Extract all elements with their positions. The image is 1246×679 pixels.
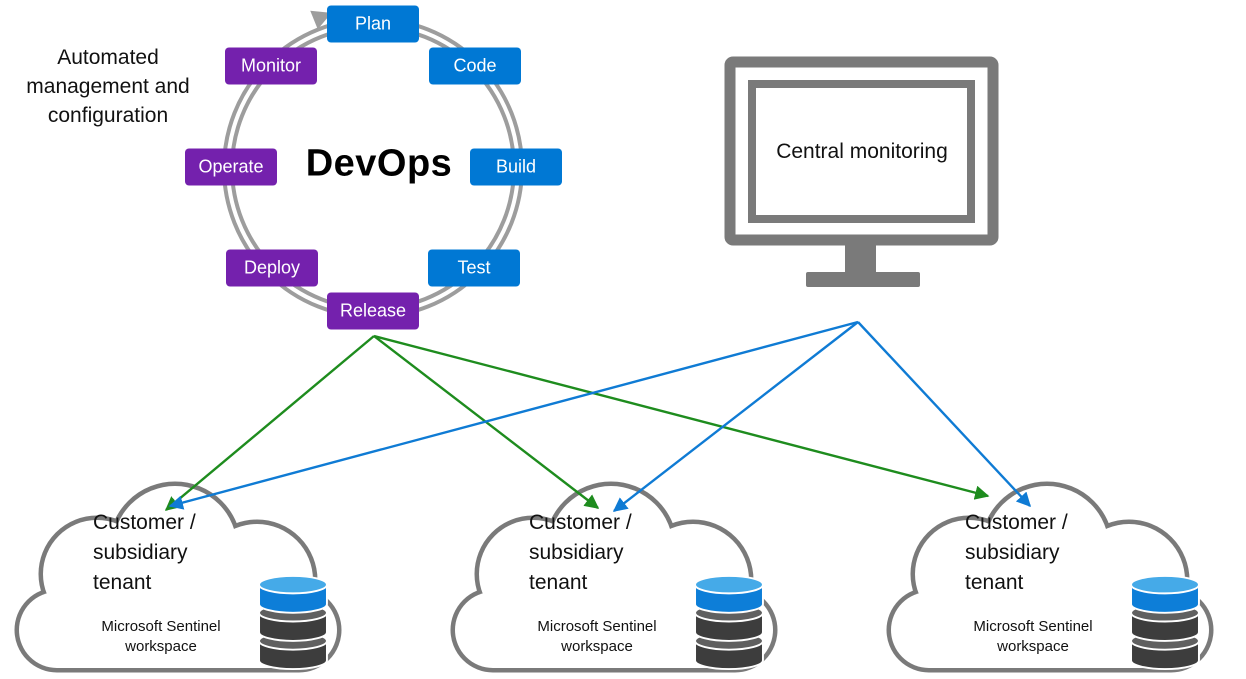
stage-test: Test <box>428 249 520 287</box>
database-stack-icon <box>691 574 767 671</box>
tenant-cloud-2: Customer / subsidiary tenant Microsoft S… <box>441 462 786 677</box>
stage-deploy: Deploy <box>226 249 318 287</box>
sentinel-workspace-label: Microsoft Sentinel workspace <box>537 618 657 656</box>
tenant-title: Customer / subsidiary tenant <box>93 511 196 594</box>
stage-monitor: Monitor <box>225 47 317 85</box>
database-stack-icon <box>1127 574 1203 671</box>
central-monitor-icon <box>724 56 999 287</box>
tenant-cloud-1: Customer / subsidiary tenant Microsoft S… <box>5 462 350 677</box>
stage-build: Build <box>470 148 562 186</box>
central-monitoring-label: Central monitoring <box>776 140 948 163</box>
devops-title: DevOps <box>305 142 453 185</box>
stage-operate: Operate <box>185 148 277 186</box>
tenant-cloud-3: Customer / subsidiary tenant Microsoft S… <box>877 462 1222 677</box>
tenant-title: Customer / subsidiary tenant <box>965 511 1068 594</box>
monitor-stand-neck <box>845 240 876 273</box>
sentinel-workspace-label: Microsoft Sentinel workspace <box>101 618 221 656</box>
stage-plan: Plan <box>327 5 419 43</box>
tenant-title: Customer / subsidiary tenant <box>529 511 632 594</box>
database-stack-icon <box>255 574 331 671</box>
stage-release: Release <box>327 292 419 330</box>
cycle-arrowhead-icon <box>310 10 332 30</box>
sentinel-workspace-label: Microsoft Sentinel workspace <box>973 618 1093 656</box>
monitor-stand-base <box>806 272 920 287</box>
stage-code: Code <box>429 47 521 85</box>
automated-management-label: Automated management and configuration <box>26 46 190 127</box>
